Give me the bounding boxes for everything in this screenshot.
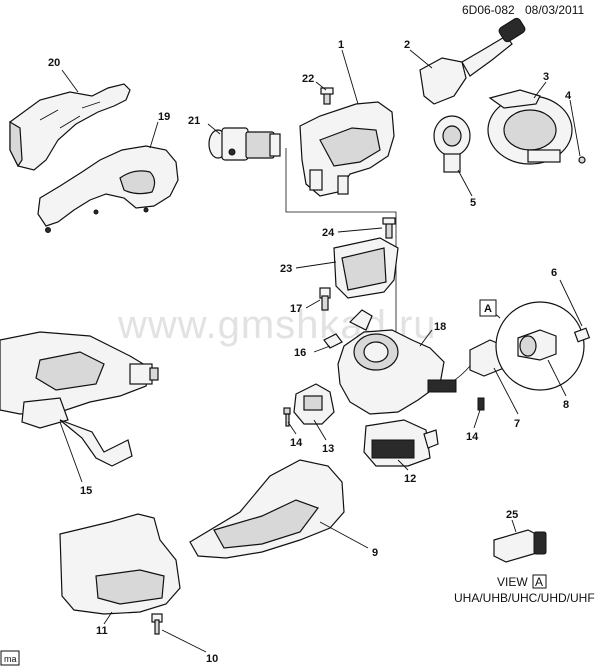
callout-24: 24 [322, 227, 335, 239]
view-a-marker-box: A [479, 299, 497, 317]
callout-7: 7 [514, 418, 520, 430]
callout-11: 11 [96, 625, 108, 637]
leader-lines [59, 49, 583, 653]
callout-16: 16 [294, 347, 306, 359]
part-19-lower-trim-cover [37, 145, 179, 233]
callout-14-right: 14 [466, 431, 479, 443]
callout-12: 12 [404, 473, 416, 485]
view-a-marker-letter: A [484, 303, 492, 315]
part-15-steering-column [0, 331, 159, 467]
callout-19: 19 [158, 111, 170, 123]
view-a-caption: VIEW A UHA/UHB/UHC/UHD/UHF [454, 574, 595, 605]
diagram-date: 08/03/2011 [525, 3, 584, 17]
callout-5: 5 [470, 197, 476, 209]
part-16-detent [323, 333, 343, 349]
callout-14-left: 14 [290, 437, 303, 449]
callout-9: 9 [372, 547, 378, 559]
view-a-detail [483, 301, 591, 391]
callout-10: 10 [206, 653, 218, 665]
part-7-key-cylinder-switch [427, 339, 505, 393]
part-14-screw-left [283, 407, 291, 427]
view-label-marker: A [535, 575, 543, 589]
callout-17: 17 [290, 303, 302, 315]
diagram-code: 6D06-082 [462, 3, 515, 17]
part-9-knee-bolster [189, 459, 345, 559]
callout-25: 25 [506, 509, 518, 521]
part-10-screw [151, 613, 163, 635]
part-21-headlamp-switch [208, 127, 281, 161]
part-14-screw-right [477, 397, 485, 411]
option-codes: UHA/UHB/UHC/UHD/UHF [454, 591, 595, 605]
callout-2: 2 [404, 39, 410, 51]
callout-4: 4 [565, 90, 572, 102]
part-25-connector [493, 529, 547, 563]
callout-8: 8 [563, 399, 569, 411]
callout-labels: 1 2 3 4 5 6 7 8 9 10 11 12 13 14 14 15 1… [48, 39, 572, 665]
part-5-steering-position-sensor [433, 115, 471, 173]
part-4-pin [578, 156, 586, 164]
part-11-lower-panel [59, 513, 181, 615]
callout-15: 15 [80, 485, 92, 497]
part-1-switch-housing [299, 101, 395, 197]
part-24-bolt [382, 217, 396, 239]
callout-3: 3 [543, 71, 549, 83]
callout-23: 23 [280, 263, 292, 275]
callout-22: 22 [302, 73, 314, 85]
part-17-bolt [319, 287, 331, 311]
callout-13: 13 [322, 443, 334, 455]
part-20-upper-trim-cover [9, 83, 131, 171]
callout-1: 1 [338, 39, 344, 51]
part-12-control-module [363, 419, 439, 467]
callout-6: 6 [551, 267, 557, 279]
callout-20: 20 [48, 57, 60, 69]
part-3-steering-wheel-module-coil [487, 89, 573, 165]
part-22-screw [320, 87, 334, 105]
view-label-prefix: VIEW [497, 575, 528, 589]
part-13-ignition-switch [293, 383, 335, 425]
corner-mark-text: ma [4, 654, 17, 664]
corner-mark: ma [0, 650, 20, 666]
part-2-wiper-switch [419, 17, 526, 105]
part-23-bracket [333, 237, 399, 299]
callout-18: 18 [434, 321, 446, 333]
callout-21: 21 [188, 115, 200, 127]
part-18-lock-housing [337, 309, 445, 415]
